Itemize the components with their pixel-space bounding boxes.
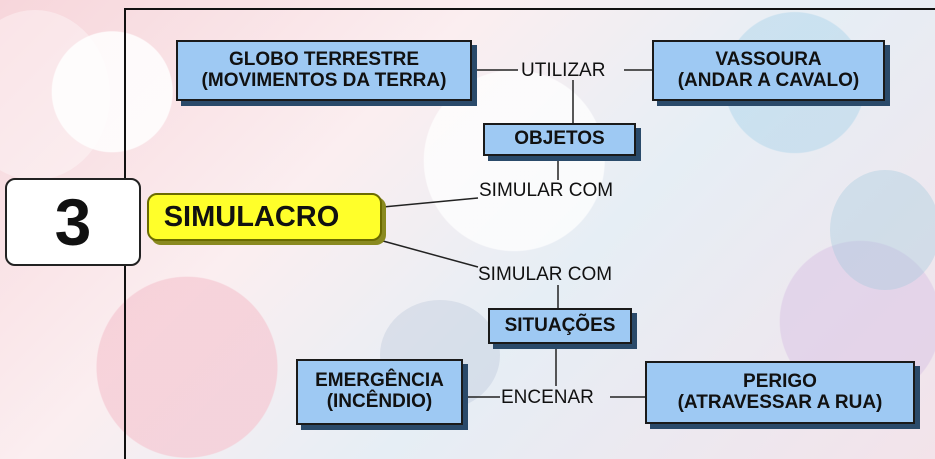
node-emergency-subtitle: (INCÊNDIO): [326, 391, 433, 412]
node-broom: VASSOURA (ANDAR A CAVALO): [652, 40, 885, 101]
node-globe-title: GLOBO TERRESTRE: [228, 48, 419, 70]
node-broom-subtitle: (ANDAR A CAVALO): [677, 69, 860, 91]
node-broom-title: VASSOURA: [715, 48, 822, 70]
central-topic-label: SIMULACRO: [163, 200, 340, 233]
link-label-simular-top: SIMULAR COM: [479, 180, 614, 201]
node-globe-subtitle: (MOVIMENTOS DA TERRA): [201, 69, 447, 91]
node-danger-subtitle: (ATRAVESSAR A RUA): [677, 391, 883, 413]
node-emergency: EMERGÊNCIA (INCÊNDIO): [296, 359, 463, 425]
node-emergency-title: EMERGÊNCIA: [315, 370, 444, 392]
step-number: 3: [54, 185, 92, 259]
node-situations-label: SITUAÇÕES: [504, 314, 616, 336]
node-objects-label: OBJETOS: [514, 128, 605, 150]
link-label-utilizar: UTILIZAR: [521, 60, 606, 81]
node-danger-title: PERIGO: [743, 370, 817, 392]
link-label-simular-bottom: SIMULAR COM: [478, 264, 613, 285]
background-decoration: [830, 170, 935, 290]
link-label-encenar: ENCENAR: [501, 387, 594, 408]
step-number-card: 3: [5, 178, 141, 266]
frame-top-line: [125, 8, 935, 10]
node-objects: OBJETOS: [483, 123, 636, 156]
line-central-simular-bottom: [382, 240, 479, 268]
line-central-simular-top: [382, 197, 479, 208]
central-topic-node: SIMULACRO: [147, 193, 382, 241]
node-situations: SITUAÇÕES: [488, 308, 632, 344]
node-danger: PERIGO (ATRAVESSAR A RUA): [645, 361, 915, 424]
node-globe: GLOBO TERRESTRE (MOVIMENTOS DA TERRA): [176, 40, 472, 101]
